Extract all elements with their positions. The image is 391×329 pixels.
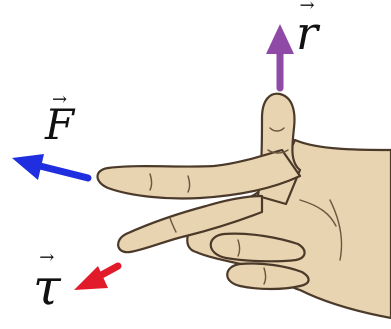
hand-illustration [96,92,391,320]
vector-arrow-mark: → [52,89,68,110]
r-arrow [266,24,294,92]
hand-palm [186,138,391,320]
vector-arrow-mark: → [39,247,55,268]
F-arrow [12,154,92,182]
r-vector-label: → r [296,0,318,56]
tau-vector-label: → τ [33,247,61,316]
F-vector-label: → F [45,89,75,149]
tau-arrow [74,262,122,290]
pinky-finger [226,262,310,291]
index-finger [96,148,302,200]
vector-arrow-mark: → [299,0,315,16]
middle-finger [117,194,264,254]
hand-creases [149,127,343,285]
ring-finger [209,232,306,263]
